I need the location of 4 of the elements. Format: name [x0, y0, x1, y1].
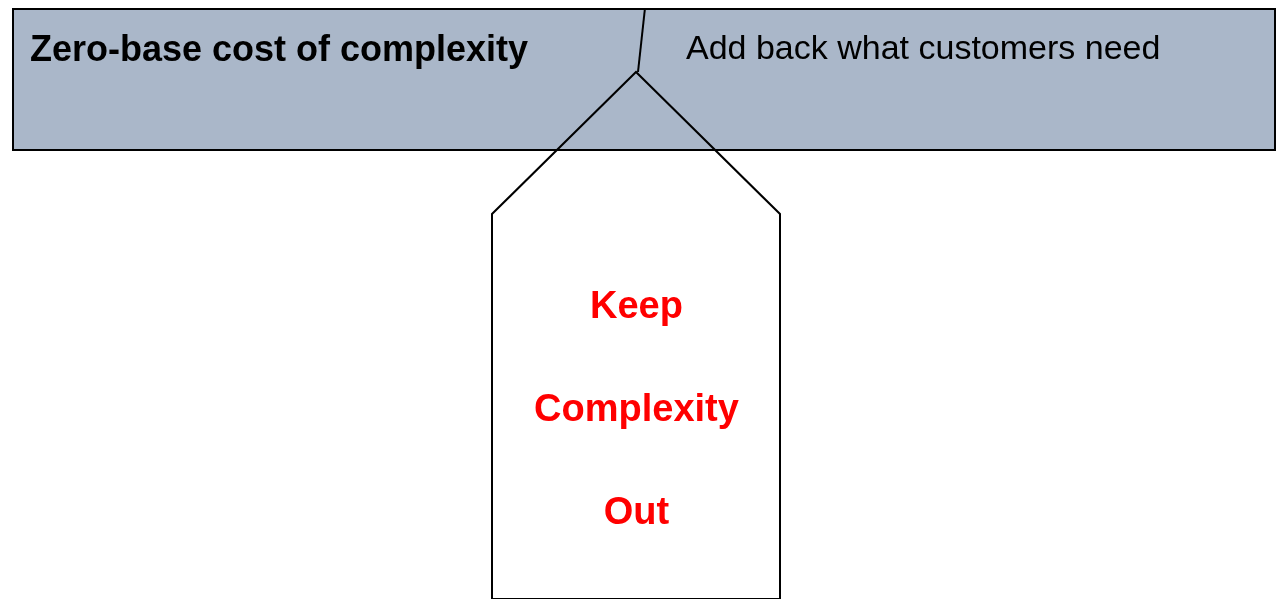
header-band — [12, 8, 1276, 151]
tag-text: Keep Complexity Out — [533, 283, 740, 534]
band-text: Add back what customers need — [686, 28, 1161, 67]
band-title: Zero-base cost of complexity — [30, 28, 529, 70]
